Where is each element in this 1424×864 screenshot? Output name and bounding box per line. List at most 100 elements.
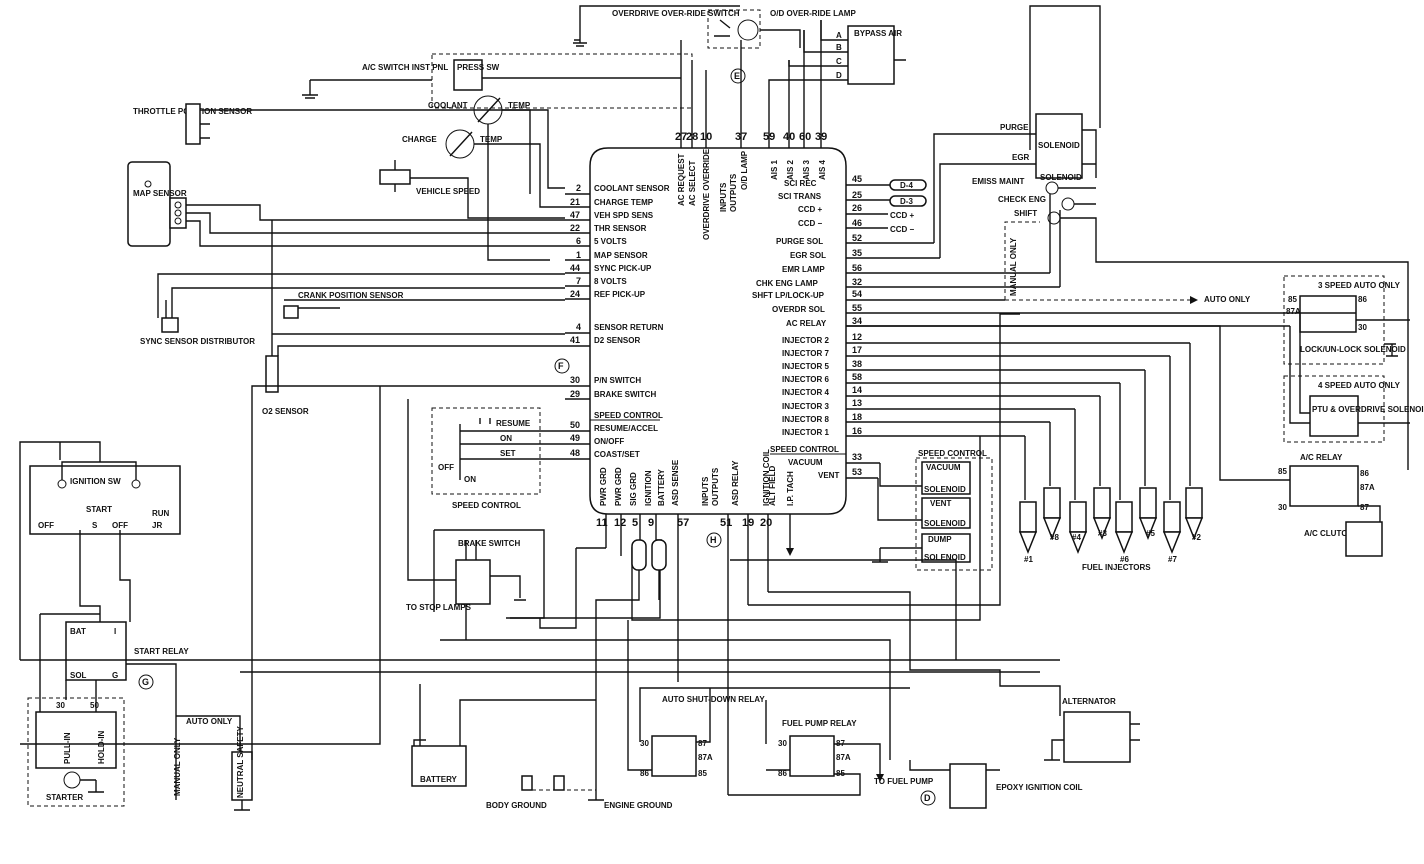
diagram-label: SCI TRANS [778,192,822,201]
brake-switch: BRAKE SWITCH TO STOP LAMPS [406,399,545,640]
diagram-label: 87A [1286,307,1301,316]
diagram-label: 18 [852,412,862,422]
crank-position-sensor: CRANK POSITION SENSOR [283,291,565,319]
pin-60: 60 [799,131,811,143]
diagram-label: 9 [648,517,654,529]
diagram-label: #2 [1192,533,1201,542]
label-ais2: AIS 2 [786,159,795,180]
diagram-label: 47 [570,210,580,220]
body-ground: BODY GROUND [486,775,596,810]
diagram-label: 45 [852,174,862,184]
diagram-label: INJECTOR 7 [782,349,830,358]
diagram-label: 6 [576,236,581,246]
diagram-label: 85 [698,769,707,778]
diagram-label: 30 [778,739,787,748]
diagram-label: 58 [852,372,862,382]
neutral-safety: NEUTRAL SAFETY [231,385,565,811]
diagram-label: FUEL INJECTORS [1082,563,1151,572]
diagram-label: INJECTOR 3 [782,402,830,411]
diagram-label: 8 VOLTS [594,277,627,286]
pin-28: 28 [686,131,698,143]
diagram-label: 33 [852,452,862,462]
diagram-label: EMISS MAINT [972,177,1025,186]
diagram-label: S [92,521,98,530]
diagram-label: A/C RELAY [1300,453,1343,462]
diagram-label: VACUUM [788,458,823,467]
diagram-label: IGNITION COIL [762,449,771,506]
diagram-label: SET [500,449,516,458]
diagram-label: #7 [1168,555,1177,564]
diagram-label: AUTO SHUT-DOWN RELAY [662,695,765,704]
speed-control-solenoids: SPEED CONTROL VACUUM SOLENOID VENT SOLEN… [872,449,993,571]
diagram-label: #4 [1072,533,1081,542]
diagram-label: CRANK POSITION SENSOR [298,291,404,300]
diagram-label: ALT FIELD [768,465,777,506]
pin-10: 10 [700,131,712,143]
diagram-label: SCI REC [784,179,817,188]
diagram-label: #6 [1120,555,1129,564]
diagram-label: REF PICK-UP [594,290,646,299]
label-od-lamp: O/D LAMP [740,150,749,190]
diagram-label: 16 [852,426,862,436]
diagram-label: VEH SPD SENS [594,211,654,220]
diagram-label: SPEED CONTROL [594,411,663,420]
diagram-label: OVERDRIVE OVER-RIDE SWITCH [612,9,740,18]
diagram-label: 86 [1360,469,1369,478]
diagram-label: 38 [852,359,862,369]
diagram-label: 41 [570,335,580,345]
diagram-label: BYPASS AIR [854,29,902,38]
diagram-label: EGR SOL [790,251,826,260]
diagram-label: MAP SENSOR [133,189,187,198]
diagram-label: 87 [698,739,707,748]
diagram-label: SOLENOID [1040,173,1082,182]
purge-egr-solenoids: PURGE EGR SOLENOID SOLENOID [933,113,1097,258]
diagram-label: SOL [70,671,87,680]
diagram-label: BRAKE SWITCH [594,390,656,399]
harness-lines [20,313,1061,760]
diagram-label: FUEL PUMP RELAY [782,719,857,728]
marker-g: G [138,674,154,690]
label-od-override: OVERDRIVE OVERRIDE [702,148,711,240]
diagram-label: 26 [852,203,862,213]
diagram-label: BRAKE SWITCH [458,539,520,548]
diagram-label: SPEED CONTROL [452,501,521,510]
diagram-label: START [86,505,112,514]
diagram-label: OFF [438,463,454,472]
diagram-label: D-3 [900,197,913,206]
diagram-label: 87A [1360,483,1375,492]
diagram-label: 85 [1278,467,1287,476]
starter: 30 50 PULL-IN HOLD-IN STARTER [27,614,125,807]
od-override-lamp-label: O/D OVER-RIDE LAMP [770,9,856,18]
diagram-label: O2 SENSOR [262,407,309,416]
diagram-label: INJECTOR 6 [782,375,830,384]
marker-h: H [706,532,722,548]
diagram-label: IGNITION SW [70,477,121,486]
diagram-label: CHECK ENG [998,195,1046,204]
pin-59: 59 [763,131,775,143]
label-ais4: AIS 4 [818,159,827,180]
diagram-label: INJECTOR 4 [782,388,830,397]
diagram-label: 87A [836,753,851,762]
diagram-label: SOLENOID [924,519,966,528]
engine-controller [589,147,847,515]
diagram-label: G [142,677,149,687]
diagram-label: 3 SPEED AUTO ONLY [1318,281,1401,290]
diagram-label: SIG GRD [629,472,638,506]
diagram-label: SENSOR RETURN [594,323,664,332]
diagram-label: 5 [632,517,638,529]
diagram-label: MAP SENSOR [594,251,648,260]
ignition-switch: IGNITION SW START RUN OFF S OFF JR [19,441,181,660]
diagram-label: CCD + [890,211,915,220]
diagram-label: 22 [570,223,580,233]
overdrive-override-switch: OVERDRIVE OVER-RIDE SWITCH [573,5,761,49]
battery: BATTERY [411,684,596,787]
diagram-label: B [836,43,842,52]
diagram-label: D2 SENSOR [594,336,640,345]
diagram-label: 34 [852,316,862,326]
diagram-label: BATTERY [657,468,666,506]
vehicle-speed: VEHICLE SPEED [379,160,565,219]
diagram-label: PTU & OVERDRIVE SOLENOID [1312,405,1424,414]
diagram-label: 2 [576,183,581,193]
diagram-label: START RELAY [134,647,189,656]
